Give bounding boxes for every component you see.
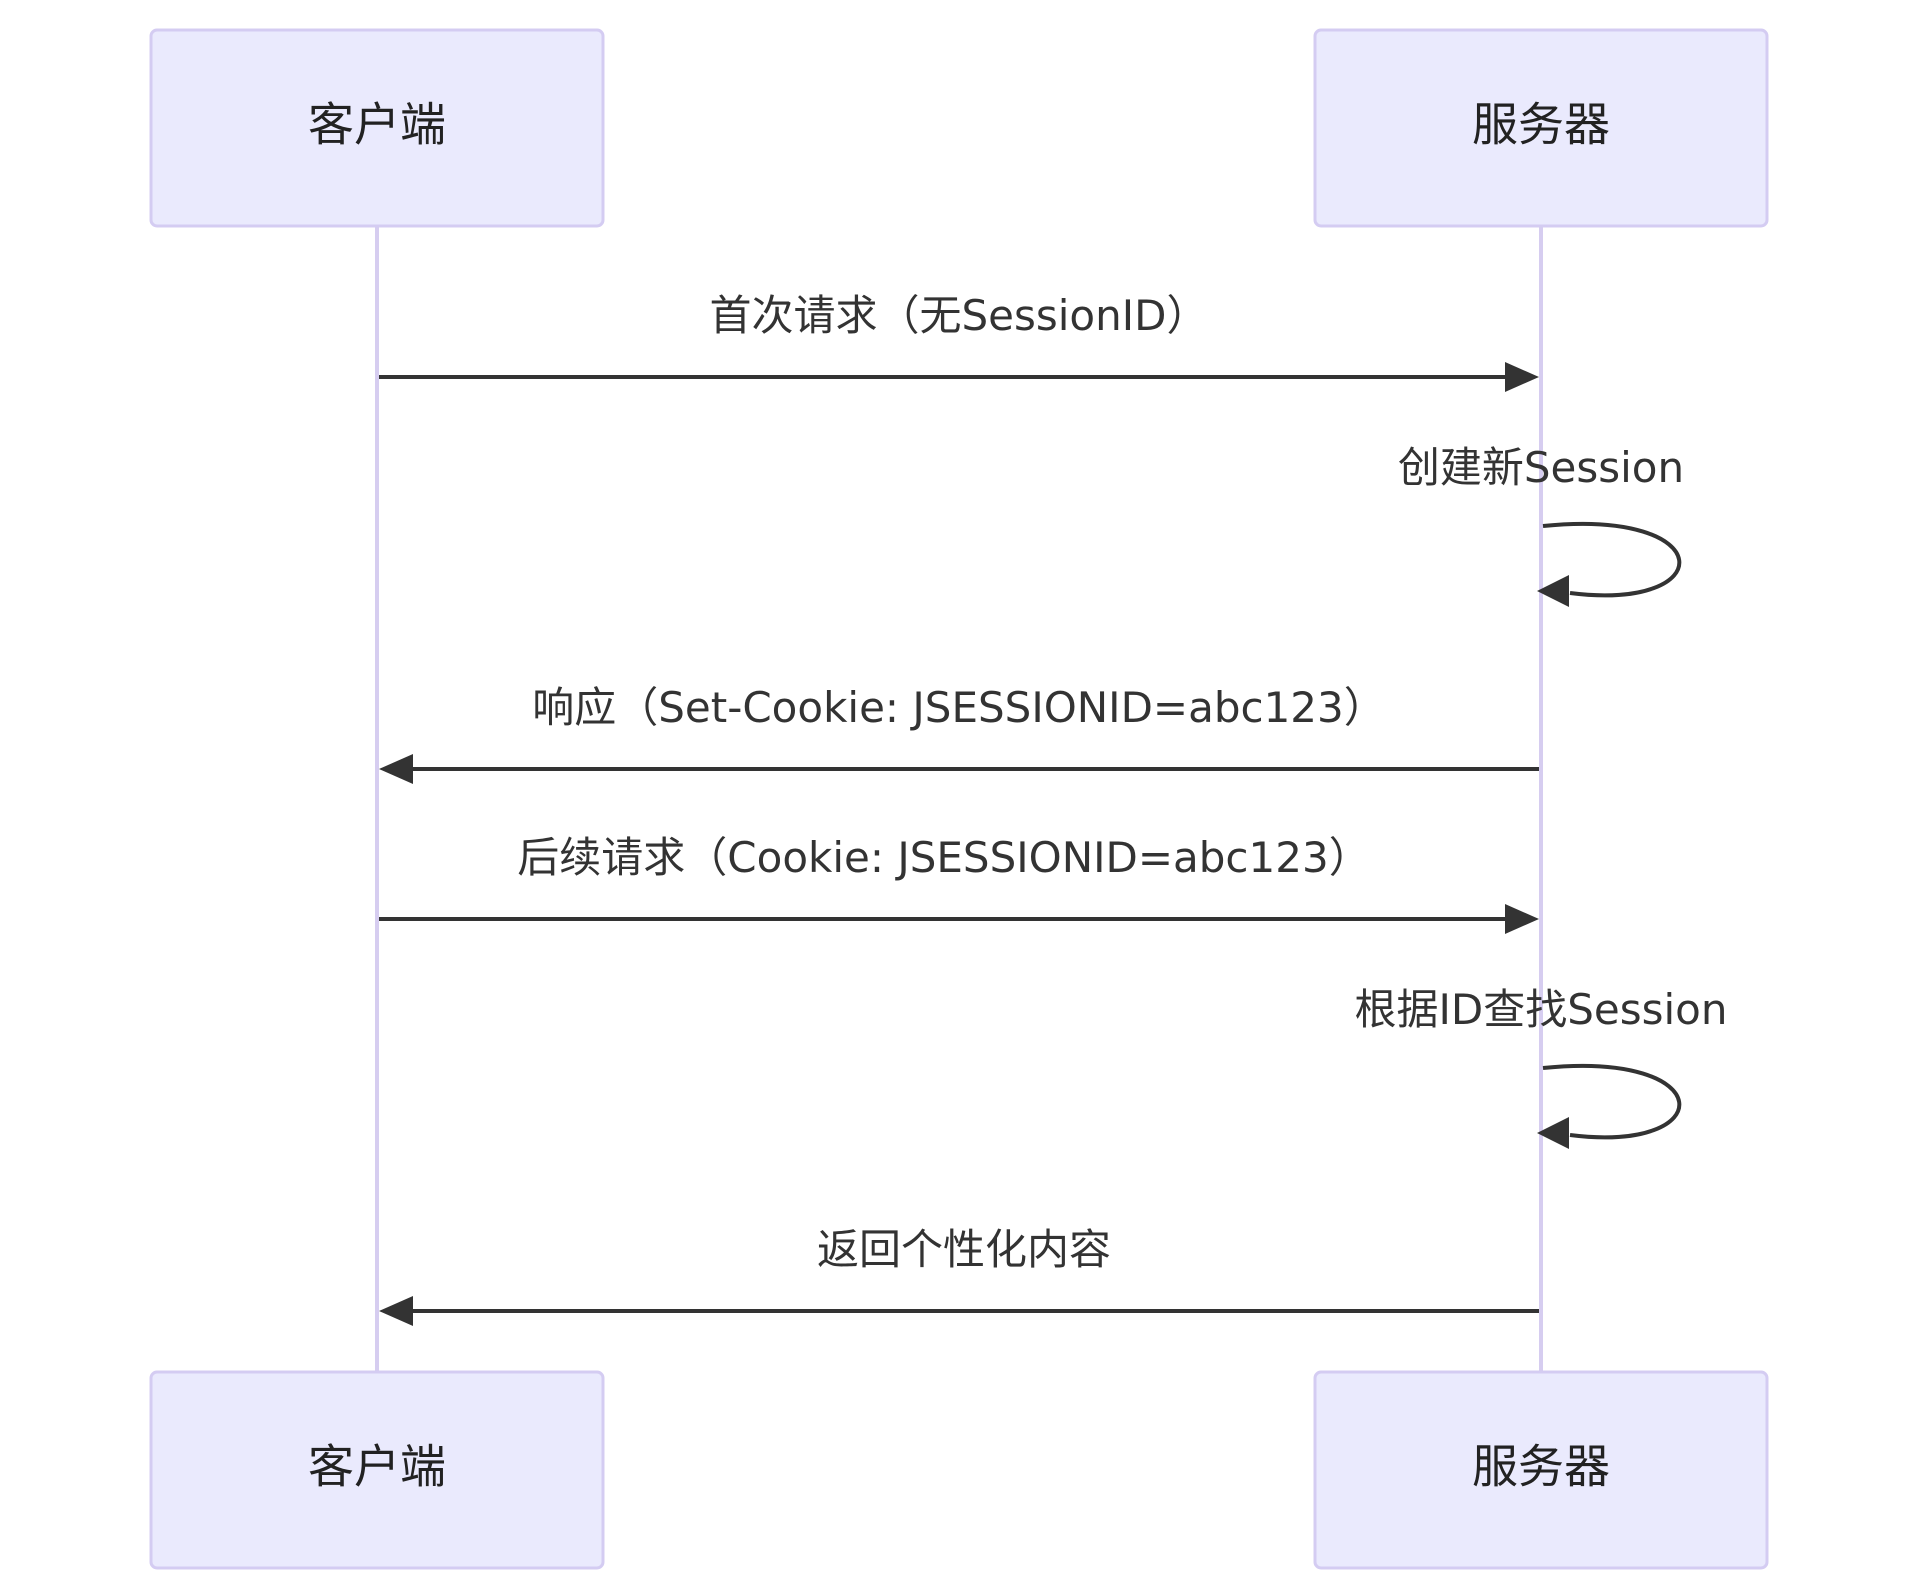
message-create-session-label: 创建新Session bbox=[1398, 443, 1684, 492]
message-followup-request: 后续请求（Cookie: JSESSIONID=abc123） bbox=[379, 833, 1539, 934]
actor-top-client: 客户端 bbox=[149, 28, 605, 228]
message-find-session-label: 根据ID查找Session bbox=[1355, 985, 1728, 1034]
message-find-session: 根据ID查找Session bbox=[1355, 985, 1728, 1149]
actor-bottom-client-label: 客户端 bbox=[308, 1440, 446, 1494]
message-create-session: 创建新Session bbox=[1398, 443, 1684, 607]
actor-top-client-label: 客户端 bbox=[308, 98, 446, 152]
actor-top-server-label: 服务器 bbox=[1472, 98, 1610, 152]
actor-bottom-server-label: 服务器 bbox=[1472, 1440, 1610, 1494]
actor-bottom-server: 服务器 bbox=[1313, 1370, 1769, 1570]
message-first-request: 首次请求（无SessionID） bbox=[379, 291, 1539, 392]
message-followup-request-label: 后续请求（Cookie: JSESSIONID=abc123） bbox=[517, 833, 1370, 882]
message-response-set-cookie: 响应（Set-Cookie: JSESSIONID=abc123） bbox=[379, 683, 1539, 784]
message-create-session-arrowhead bbox=[1537, 575, 1569, 607]
message-first-request-label: 首次请求（无SessionID） bbox=[710, 291, 1209, 340]
message-followup-request-arrowhead bbox=[1505, 904, 1539, 934]
message-find-session-arrowhead bbox=[1537, 1117, 1569, 1149]
message-create-session-loop bbox=[1542, 521, 1682, 598]
message-return-content: 返回个性化内容 bbox=[379, 1225, 1539, 1326]
message-response-set-cookie-label: 响应（Set-Cookie: JSESSIONID=abc123） bbox=[532, 683, 1386, 732]
actor-top-server: 服务器 bbox=[1313, 28, 1769, 228]
message-return-content-arrowhead bbox=[379, 1296, 413, 1326]
message-first-request-arrowhead bbox=[1505, 362, 1539, 392]
message-find-session-loop bbox=[1542, 1063, 1682, 1140]
message-response-set-cookie-arrowhead bbox=[379, 754, 413, 784]
actor-bottom-client: 客户端 bbox=[149, 1370, 605, 1570]
message-return-content-label: 返回个性化内容 bbox=[817, 1225, 1111, 1274]
